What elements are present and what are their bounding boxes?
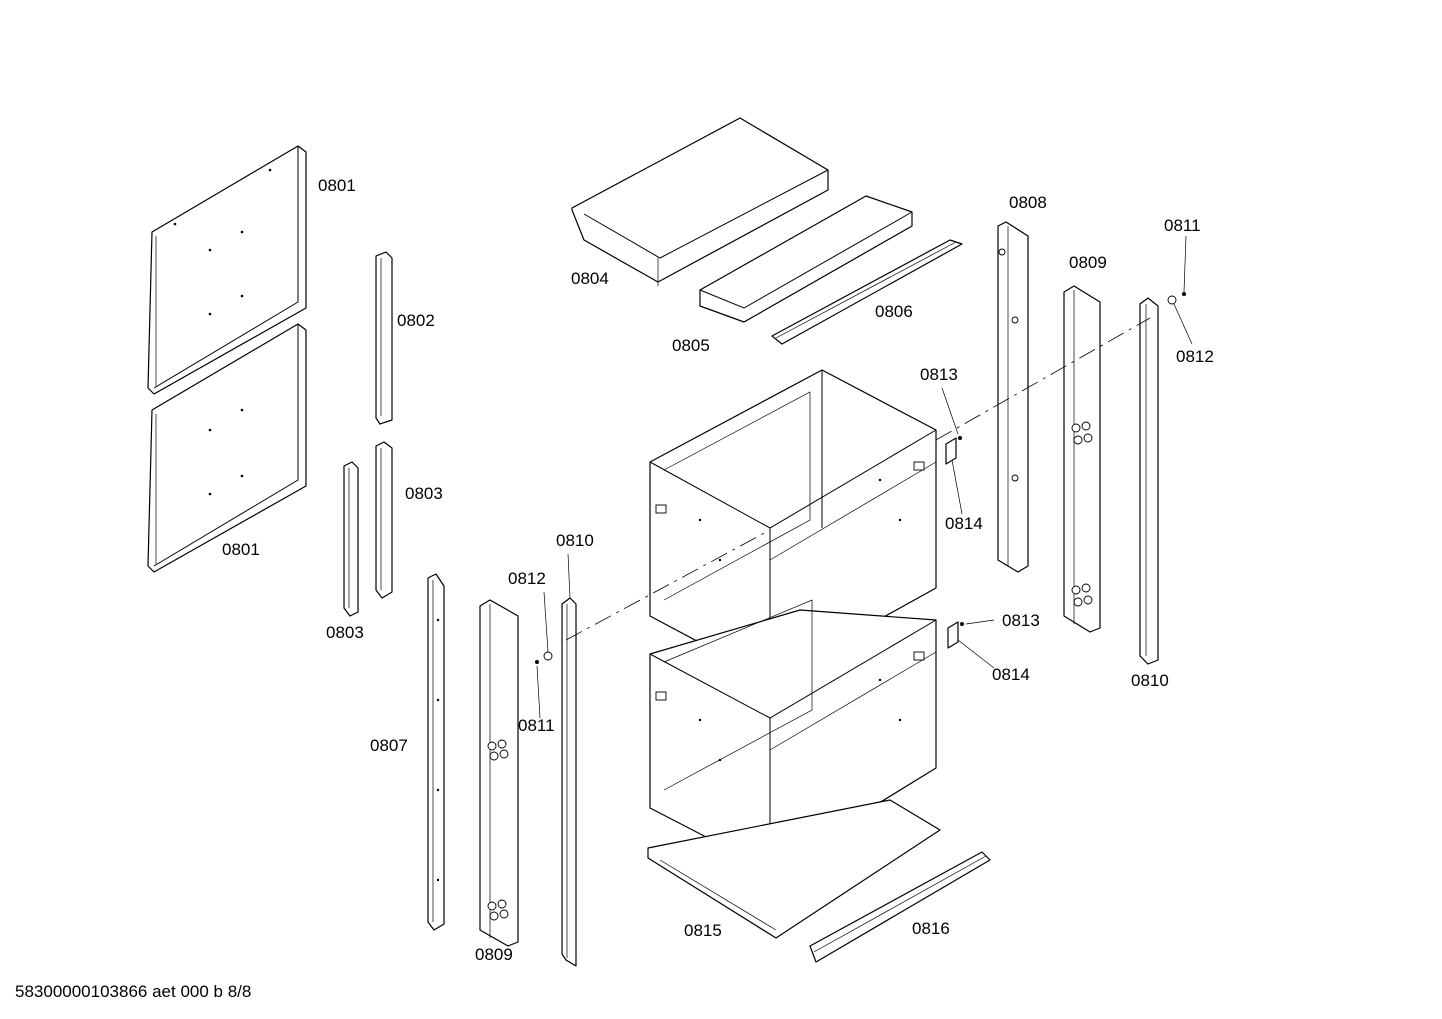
part-0815-bottom-plate bbox=[647, 799, 941, 939]
part-0810-left-rail bbox=[561, 597, 577, 967]
label-0805: 0805 bbox=[672, 336, 710, 355]
part-0809-left-plate bbox=[479, 599, 519, 947]
part-0816-bottom-rail bbox=[809, 851, 991, 963]
part-0808-rail bbox=[997, 221, 1029, 573]
part-0812-right-nut bbox=[1167, 295, 1177, 305]
label-0803-left: 0803 bbox=[326, 623, 364, 642]
label-0803-right: 0803 bbox=[405, 484, 443, 503]
label-0812-left: 0812 bbox=[508, 569, 546, 588]
part-0801-upper-panel bbox=[147, 145, 307, 395]
document-code: 58300000103866 aet 000 b 8/8 bbox=[15, 982, 252, 1001]
part-0810-right-rail bbox=[1139, 297, 1159, 665]
part-0806-profile bbox=[771, 239, 963, 345]
part-0802-strip bbox=[375, 251, 393, 425]
label-0808: 0808 bbox=[1009, 193, 1047, 212]
label-0814-upper: 0814 bbox=[945, 514, 983, 533]
label-0806: 0806 bbox=[875, 302, 913, 321]
label-0804: 0804 bbox=[571, 269, 609, 288]
label-0816: 0816 bbox=[912, 919, 950, 938]
label-0813-upper: 0813 bbox=[920, 365, 958, 384]
label-0810-right: 0810 bbox=[1131, 671, 1169, 690]
label-0801-upper: 0801 bbox=[318, 176, 356, 195]
part-0804-top-cover bbox=[571, 117, 829, 286]
leader-lines bbox=[536, 235, 1193, 719]
label-0809-right: 0809 bbox=[1069, 253, 1107, 272]
part-0813-lower-screw bbox=[960, 622, 964, 626]
label-0812-right: 0812 bbox=[1176, 347, 1214, 366]
part-upper-cavity bbox=[649, 369, 937, 681]
label-0801-lower: 0801 bbox=[222, 540, 260, 559]
part-0803-strip-right bbox=[375, 441, 393, 599]
label-0811-right: 0811 bbox=[1164, 216, 1201, 235]
label-0807: 0807 bbox=[370, 736, 408, 755]
part-0812-left-nut bbox=[543, 651, 553, 661]
part-0807-rail bbox=[427, 573, 445, 931]
part-0814-upper-bracket bbox=[945, 437, 957, 465]
label-0810-left: 0810 bbox=[556, 531, 594, 550]
label-0802: 0802 bbox=[397, 311, 435, 330]
part-0811-right-screw bbox=[1182, 292, 1186, 296]
part-0803-strip-left bbox=[343, 461, 359, 617]
part-0813-upper-screw bbox=[958, 436, 962, 440]
part-0809-right-plate bbox=[1063, 285, 1101, 633]
part-0805-front-trim bbox=[699, 195, 913, 323]
part-0814-lower-bracket bbox=[947, 621, 959, 649]
label-0814-lower: 0814 bbox=[992, 665, 1030, 684]
part-0811-left-screw bbox=[535, 660, 539, 664]
label-0811-left: 0811 bbox=[518, 716, 555, 735]
label-0813-lower: 0813 bbox=[1002, 611, 1040, 630]
label-0809-left: 0809 bbox=[475, 945, 513, 964]
assembly-axis-lines bbox=[565, 317, 1151, 641]
part-0801-lower-panel bbox=[147, 323, 307, 573]
label-0815: 0815 bbox=[684, 921, 722, 940]
